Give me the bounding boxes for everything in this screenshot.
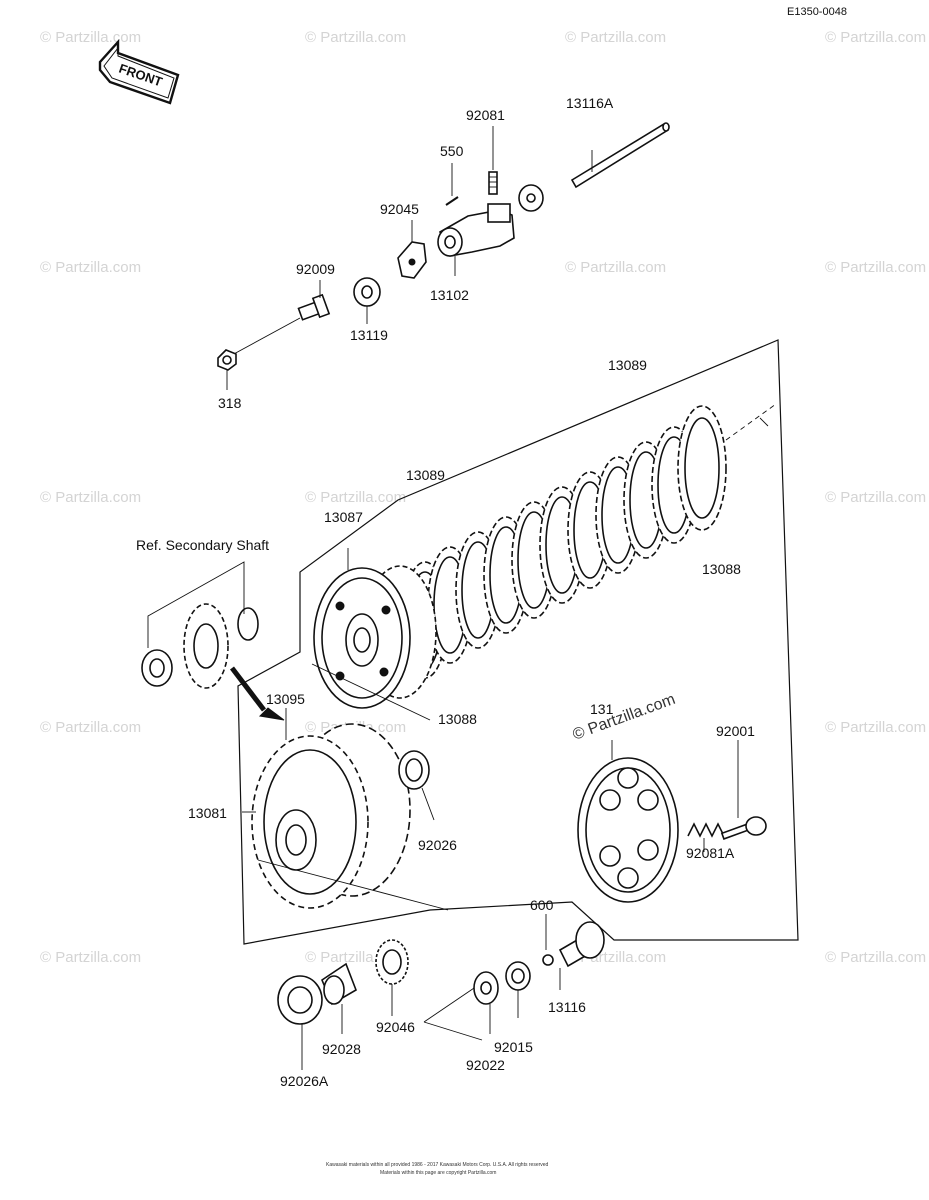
footer-copyright-2: Materials within this page are copyright… (380, 1170, 496, 1176)
part-label-92081a: 92081A (686, 845, 735, 861)
part-label-13095: 13095 (266, 691, 305, 707)
watermark: © Partzilla.com (305, 29, 406, 46)
reference-note: Ref. Secondary Shaft (136, 537, 269, 553)
part-label-13088-bottom: 13088 (438, 711, 477, 727)
part-label-92026a: 92026A (280, 1073, 329, 1089)
part-label-92009: 92009 (296, 261, 335, 277)
part-label-92081: 92081 (466, 107, 505, 123)
release-mechanism (217, 122, 670, 390)
part-label-92026: 92026 (418, 837, 457, 853)
part-labels: 13116A 92081 550 92045 92009 13102 13119… (136, 95, 755, 1089)
part-label-92045: 92045 (380, 201, 419, 217)
footer-copyright: Kawasaki materials within all provided 1… (326, 1162, 549, 1168)
part-label-92028: 92028 (322, 1041, 361, 1057)
watermark: © Partzilla.com (825, 259, 926, 276)
part-label-13089-top: 13089 (608, 357, 647, 373)
part-label-550: 550 (440, 143, 464, 159)
part-label-92046: 92046 (376, 1019, 415, 1035)
part-label-131xx: 131 (590, 701, 614, 717)
watermark: © Partzilla.com (40, 259, 141, 276)
watermark: © Partzilla.com (825, 29, 926, 46)
part-label-13119: 13119 (350, 327, 388, 343)
part-label-13116a: 13116A (566, 95, 614, 111)
part-label-13087: 13087 (324, 509, 363, 525)
part-label-13088-right: 13088 (702, 561, 741, 577)
watermark: © Partzilla.com (40, 29, 141, 46)
clutch-hub (577, 740, 767, 903)
watermark: © Partzilla.com (571, 691, 678, 744)
part-label-92015: 92015 (494, 1039, 533, 1055)
clutch-plate-stack (402, 403, 777, 679)
watermark: © Partzilla.com (565, 29, 666, 46)
pressure-plate (311, 548, 437, 721)
watermark: © Partzilla.com (305, 489, 406, 506)
watermark: © Partzilla.com (40, 719, 141, 736)
part-label-13081: 13081 (188, 805, 227, 821)
part-label-600: 600 (530, 897, 554, 913)
part-label-13089-mid: 13089 (406, 467, 445, 483)
diagram-code: E1350-0048 (787, 6, 847, 18)
part-label-13102: 13102 (430, 287, 469, 303)
watermark-layer: © Partzilla.com © Partzilla.com © Partzi… (40, 29, 926, 966)
part-label-92001: 92001 (716, 723, 755, 739)
part-label-13116: 13116 (548, 999, 586, 1015)
watermark: © Partzilla.com (40, 949, 141, 966)
lower-parts (277, 914, 605, 1070)
secondary-shaft-gear (141, 561, 285, 721)
part-label-92022: 92022 (466, 1057, 505, 1073)
watermark: © Partzilla.com (40, 489, 141, 506)
watermark: © Partzilla.com (825, 949, 926, 966)
front-arrow: FRONT (98, 38, 180, 105)
watermark: © Partzilla.com (825, 489, 926, 506)
part-label-318: 318 (218, 395, 242, 411)
clutch-housing (242, 708, 449, 911)
watermark: © Partzilla.com (565, 259, 666, 276)
clutch-assembly-boundary (237, 339, 799, 945)
watermark: © Partzilla.com (825, 719, 926, 736)
